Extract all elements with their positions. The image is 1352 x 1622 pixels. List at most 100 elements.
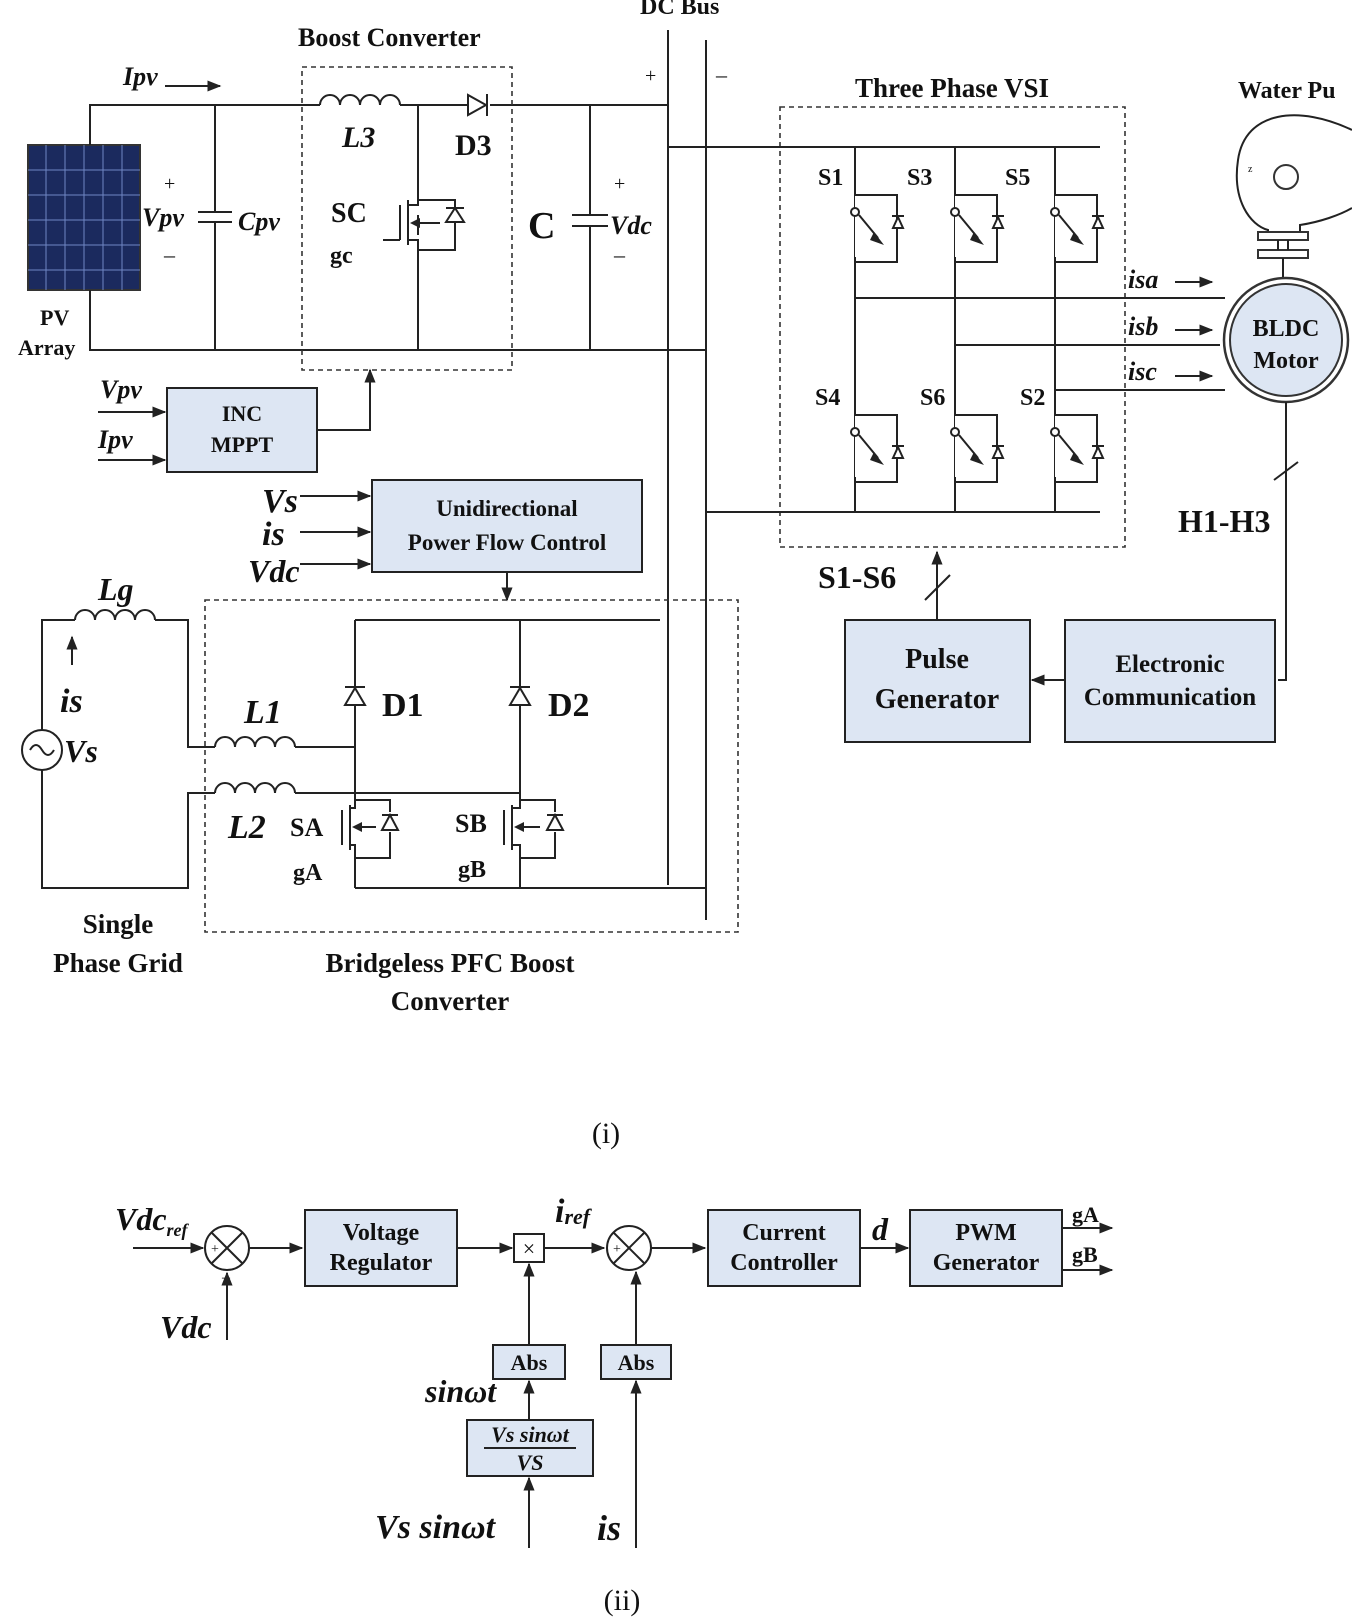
dc-bus-label: DC Bus: [640, 0, 719, 20]
caption-i: (i): [592, 1117, 620, 1150]
grid-vs-label: Vs: [64, 733, 98, 769]
vpv-label: Vpv: [142, 203, 184, 232]
abs2-label: Abs: [618, 1350, 655, 1375]
upfc-vdc-input: Vdc: [248, 553, 300, 589]
s1-label: S1: [818, 165, 843, 191]
unidirectional-control-block: Unidirectional Power Flow Control Vs is …: [248, 479, 643, 602]
pv-label-2: Array: [18, 335, 75, 360]
water-pump: Water Pu z: [1235, 78, 1352, 280]
vs-sinwt-input: Vs sinωt: [375, 1509, 497, 1546]
pv-array: PV Array + –: [18, 144, 176, 360]
inc-mppt-block: INC MPPT Vpv Ipv: [97, 368, 376, 473]
pulse-label-1: Pulse: [905, 644, 969, 675]
bridgeless-pfc: Bridgeless PFC Boost Converter L1 L2 D1 …: [204, 599, 739, 1016]
lg-label: Lg: [97, 571, 134, 607]
upfc-label-2: Power Flow Control: [408, 530, 606, 555]
water-pump-label: Water Pu: [1238, 78, 1336, 104]
voltage-reg-label-2: Regulator: [330, 1250, 433, 1276]
cpv-capacitor: Vpv Cpv: [142, 105, 280, 350]
abs1-label: Abs: [511, 1350, 548, 1375]
s6-label: S6: [920, 385, 945, 411]
vdc-ref-label: Vdcref: [115, 1201, 190, 1240]
grid-label-1: Single: [83, 909, 154, 939]
inc-vpv-input: Vpv: [100, 375, 142, 404]
ecomm-label-2: Communication: [1084, 684, 1256, 711]
upfc-is-input: is: [262, 516, 285, 553]
grid-is-label: is: [60, 683, 83, 720]
s3-label: S3: [907, 165, 932, 191]
pwm-label-2: Generator: [933, 1250, 1040, 1276]
pv-label-1: PV: [40, 305, 69, 330]
current-ctrl-label-2: Controller: [730, 1250, 838, 1276]
sb-label: SB: [455, 809, 487, 838]
c-label: C: [528, 205, 555, 247]
igbt-s5: [1050, 194, 1105, 263]
sc-label: SC: [331, 198, 367, 229]
electronic-commutation-block: Electronic Communication: [1030, 619, 1276, 743]
motor-label-2: Motor: [1253, 348, 1319, 374]
d1-label: D1: [382, 687, 424, 724]
pv-plus: +: [164, 173, 175, 195]
l1-label: L1: [243, 694, 282, 731]
vdc-fb-label: Vdc: [160, 1309, 212, 1345]
pv-rails: Ipv: [89, 62, 706, 351]
ipv-label: Ipv: [122, 62, 158, 91]
bldc-motor: BLDC Motor H1-H3: [1178, 276, 1350, 681]
s1-s6-label: S1-S6: [818, 559, 896, 595]
mppt-label: MPPT: [211, 432, 274, 457]
d2-label: D2: [548, 687, 590, 724]
pfc-label-1: Bridgeless PFC Boost: [326, 948, 575, 978]
pulse-label-2: Generator: [875, 684, 999, 715]
current-ctrl-label-1: Current: [742, 1220, 826, 1246]
vdc-minus: –: [613, 242, 626, 267]
igbt-s6: [950, 414, 1005, 483]
pump-tag: z: [1248, 164, 1253, 175]
l3-label: L3: [341, 121, 375, 154]
vsi-title: Three Phase VSI: [855, 73, 1049, 103]
pwm-label-1: PWM: [955, 1220, 1016, 1246]
upfc-label-1: Unidirectional: [436, 496, 577, 521]
voltage-reg-label-1: Voltage: [343, 1220, 420, 1246]
gb-label: gB: [458, 857, 486, 883]
dc-link-capacitor: C Vdc + –: [528, 105, 652, 350]
three-phase-vsi: Three Phase VSI: [668, 73, 1225, 548]
control-diagram: Vdcref + – Vdc Voltage Regulator × iref …: [115, 1193, 1114, 1548]
vdc-label: Vdc: [610, 211, 652, 240]
sinwt-label: sinωt: [424, 1373, 497, 1409]
isb-label: isb: [1128, 312, 1158, 341]
frac-den-label: VS: [517, 1450, 544, 1475]
frac-num-label: Vs sinωt: [491, 1422, 570, 1447]
s5-label: S5: [1005, 165, 1030, 191]
pwm-gb-label: gB: [1072, 1242, 1098, 1267]
h1-h3-label: H1-H3: [1178, 503, 1270, 539]
ecomm-label-1: Electronic: [1115, 651, 1224, 678]
multiplier-label: ×: [523, 1236, 535, 1261]
isa-label: isa: [1128, 265, 1158, 294]
boost-converter: Boost Converter L3 D3 SC gc: [298, 23, 513, 371]
boost-title: Boost Converter: [298, 23, 481, 52]
s4-label: S4: [815, 385, 840, 411]
dc-bus-minus: –: [715, 62, 728, 87]
l2-label: L2: [227, 809, 266, 846]
igbt-s2: [1050, 414, 1105, 483]
ga-label: gA: [293, 860, 323, 886]
sum1-plus: +: [211, 1242, 219, 1257]
sum2-plus: +: [613, 1242, 621, 1257]
dc-bus-plus: +: [645, 65, 656, 87]
single-phase-grid: Lg is Vs Single Phase Grid: [21, 571, 215, 978]
inc-label: INC: [222, 401, 262, 426]
dc-bus: DC Bus + –: [640, 0, 728, 920]
caption-ii: (ii): [604, 1584, 641, 1617]
pulse-generator-block: Pulse Generator S1-S6: [818, 550, 1031, 743]
sa-label: SA: [290, 813, 323, 842]
upfc-vs-input: Vs: [262, 483, 298, 520]
gc-label: gc: [330, 243, 353, 269]
inc-ipv-input: Ipv: [97, 425, 133, 454]
pfc-label-2: Converter: [391, 986, 509, 1016]
grid-label-2: Phase Grid: [53, 948, 183, 978]
iref-label: iref: [555, 1193, 593, 1230]
vdc-plus: +: [614, 173, 625, 195]
d3-label: D3: [455, 129, 492, 162]
motor-label-1: BLDC: [1253, 316, 1320, 342]
